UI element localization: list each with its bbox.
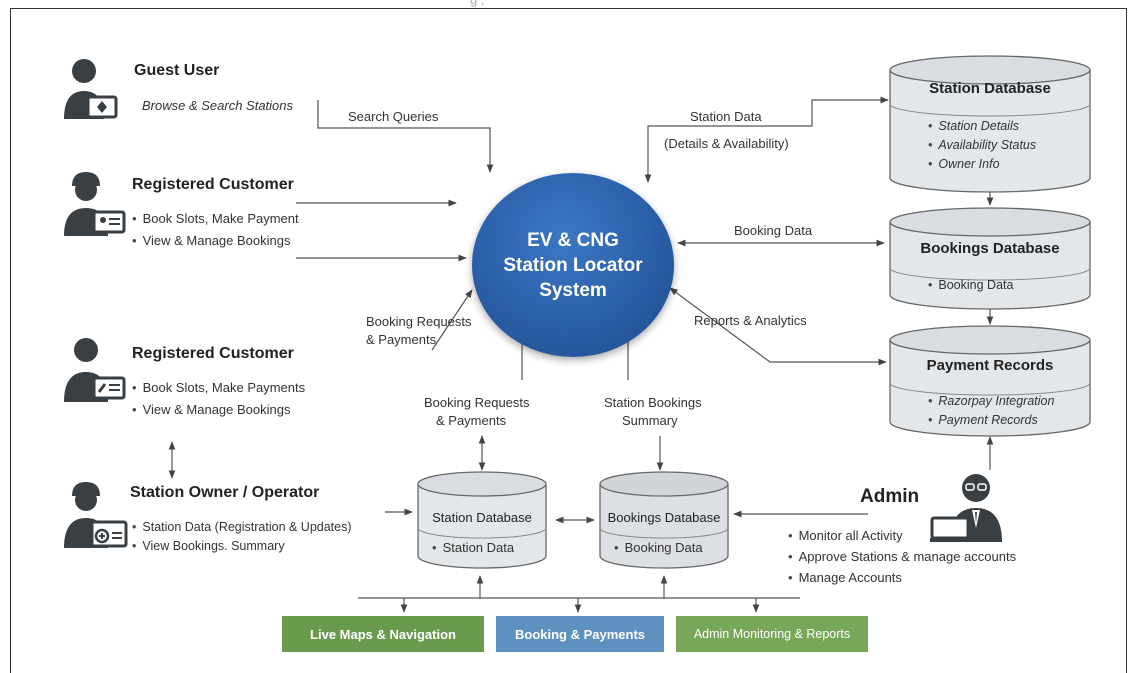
admin-item-3: Manage Accounts — [788, 568, 902, 588]
station-db-item-2: Availability Status — [928, 136, 1036, 155]
customer2-title: Registered Customer — [132, 345, 294, 362]
diagram-frame — [10, 8, 1127, 673]
module-admin-monitoring: Admin Monitoring & Reports — [676, 616, 868, 652]
customer1-item-2: View & Manage Bookings — [132, 231, 291, 251]
label-booking-requests-left-1: Booking Requests — [366, 314, 472, 329]
station-db-item-3: Owner Info — [928, 155, 999, 174]
arrow-search-queries — [317, 100, 494, 173]
payment-db-item-1: Razorpay Integration — [928, 392, 1054, 411]
label-search-queries: Search Queries — [348, 109, 439, 124]
bookings-db-small-item: Booking Data — [614, 538, 703, 557]
guest-user-icon — [64, 59, 118, 119]
label-booking-requests-left-2: & Payments — [366, 332, 437, 347]
station-db-item-1: Station Details — [928, 117, 1019, 136]
bookings-db-small-title: Bookings Database — [607, 510, 721, 525]
station-owner-title: Station Owner / Operator — [130, 484, 320, 501]
admin-icon — [930, 474, 1002, 542]
admin-item-1: Monitor all Activity — [788, 526, 903, 546]
label-station-bookings-1: Station Bookings — [604, 395, 702, 410]
station-db-small-title: Station Database — [432, 510, 532, 525]
guest-user-title: Guest User — [134, 62, 220, 79]
customer1-item-1: Book Slots, Make Payment — [132, 209, 299, 229]
label-booking-requests-mid-2: & Payments — [436, 413, 507, 428]
bookings-db-item-1: Booking Data — [928, 276, 1013, 295]
module-live-maps: Live Maps & Navigation — [282, 616, 484, 652]
customer1-title: Registered Customer — [132, 176, 294, 193]
station-db-title: Station Database — [929, 80, 1051, 97]
station-owner-item-1: Station Data (Registration & Updates) — [132, 517, 351, 537]
station-owner-icon — [64, 482, 128, 548]
label-reports: Reports & Analytics — [694, 313, 807, 328]
center-line-1: EV & CNG — [527, 229, 619, 251]
module-booking-payments: Booking & Payments — [496, 616, 664, 652]
customer-user-icon — [64, 338, 126, 402]
center-line-3: System — [539, 279, 607, 301]
station-db-small-item: Station Data — [432, 538, 515, 557]
station-owner-item-2: View Bookings. Summary — [132, 536, 284, 556]
admin-title: Admin — [860, 486, 920, 507]
label-booking-data: Booking Data — [734, 223, 813, 238]
arrow-reports — [669, 287, 887, 366]
arrow-booking-requests-left — [431, 289, 473, 351]
arrow-station-data — [644, 96, 889, 183]
guest-user-subtitle: Browse & Search Stations — [142, 98, 294, 113]
label-booking-requests-mid-1: Booking Requests — [424, 395, 530, 410]
center-line-2: Station Locator — [503, 254, 643, 276]
payment-db-title: Payment Records — [926, 357, 1054, 374]
customer2-item-2: View & Manage Bookings — [132, 400, 291, 420]
customer-worker-icon — [64, 172, 126, 236]
label-station-data-1: Station Data — [690, 109, 762, 124]
admin-item-2: Approve Stations & manage accounts — [788, 547, 1017, 567]
system-center-node: EV & CNG Station Locator System — [472, 173, 674, 357]
label-station-bookings-2: Summary — [622, 413, 678, 428]
payment-db-item-2: Payment Records — [928, 411, 1037, 430]
label-station-data-2: (Details & Availability) — [664, 136, 789, 151]
customer2-item-1: Book Slots, Make Payments — [132, 378, 306, 398]
bookings-db-title: Bookings Database — [920, 240, 1060, 257]
diagram-title-fragment: g , — [470, 0, 484, 7]
